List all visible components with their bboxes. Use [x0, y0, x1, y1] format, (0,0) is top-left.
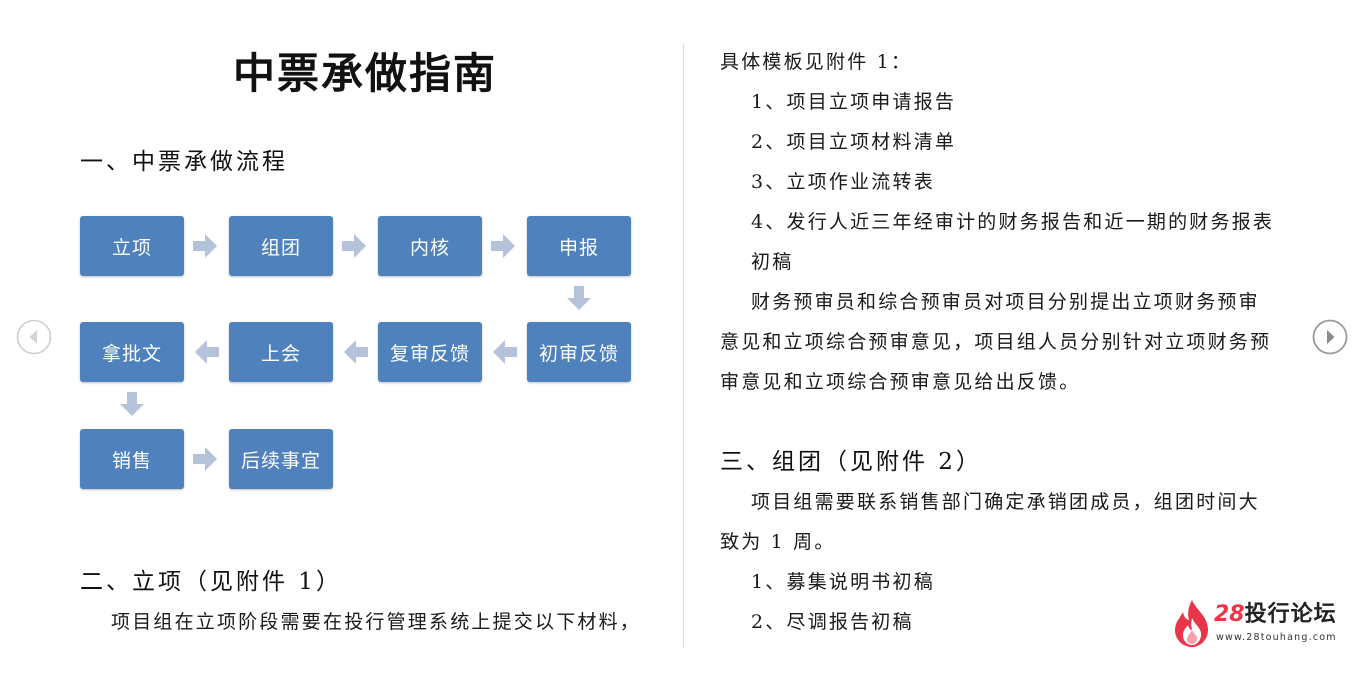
list-item-continuation: 初稿 [751, 251, 794, 273]
section3-paragraph-line: 项目组需要联系销售部门确定承销团成员，组团时间大 [751, 491, 1260, 513]
logo-url: www.28touhang.com [1216, 632, 1337, 643]
list-item: 1、项目立项申请报告 [751, 91, 957, 113]
list-item: 2、项目立项材料清单 [751, 131, 957, 153]
section2-paragraph: 项目组在立项阶段需要在投行管理系统上提交以下材料， [111, 611, 642, 633]
arrow-left-icon [344, 340, 368, 364]
prev-page-button[interactable] [16, 319, 52, 355]
site-logo[interactable]: 28投行论坛 www.28touhang.com [1170, 598, 1345, 652]
section1-heading: 一、中票承做流程 [80, 149, 288, 175]
flow-step-meeting: 上会 [229, 322, 333, 382]
arrow-left-icon [195, 340, 219, 364]
arrow-down-icon [567, 286, 591, 310]
flow-step-internal-review: 内核 [378, 216, 482, 276]
section3-paragraph-line: 致为 1 周。 [720, 531, 836, 553]
arrow-left-icon [493, 340, 517, 364]
flow-step-filing: 申报 [527, 216, 631, 276]
flow-step-follow-up: 后续事宜 [229, 429, 333, 489]
logo-number: 28 [1214, 602, 1245, 627]
review-paragraph-line: 审意见和立项综合预审意见给出反馈。 [720, 371, 1081, 393]
flow-step-syndication: 组团 [229, 216, 333, 276]
flow-step-first-feedback: 初审反馈 [527, 322, 631, 382]
logo-name: 投行论坛 [1244, 602, 1337, 627]
flow-step-project-approval: 立项 [80, 216, 184, 276]
attachment-intro: 具体模板见附件 1： [720, 51, 913, 73]
section3-heading: 三、组团（见附件 2） [720, 449, 982, 475]
flow-step-approval-doc: 拿批文 [80, 322, 184, 382]
arrow-right-icon [342, 234, 366, 258]
review-paragraph-line: 意见和立项综合预审意见，项目组人员分别针对立项财务预 [720, 331, 1272, 353]
list-item: 4、发行人近三年经审计的财务报告和近一期的财务报表 [751, 211, 1275, 233]
list-item: 3、立项作业流转表 [751, 171, 935, 193]
page-divider [683, 44, 684, 648]
arrow-right-icon [193, 447, 217, 471]
arrow-down-icon [120, 392, 144, 416]
next-page-button[interactable] [1312, 319, 1348, 355]
logo-text: 28投行论坛 [1214, 600, 1337, 630]
section2-heading: 二、立项（见附件 1） [80, 569, 342, 595]
list-item: 1、募集说明书初稿 [751, 571, 935, 593]
flame-icon [1175, 600, 1208, 647]
chevron-right-circle-icon [1327, 330, 1335, 344]
flow-step-second-feedback: 复审反馈 [378, 322, 482, 382]
flow-step-sales: 销售 [80, 429, 184, 489]
chevron-left-circle-icon [29, 330, 37, 344]
arrow-right-icon [193, 234, 217, 258]
document-title: 中票承做指南 [232, 49, 497, 98]
list-item: 2、尽调报告初稿 [751, 611, 914, 633]
arrow-right-icon [491, 234, 515, 258]
review-paragraph-line: 财务预审员和综合预审员对项目分别提出立项财务预审 [751, 291, 1260, 313]
